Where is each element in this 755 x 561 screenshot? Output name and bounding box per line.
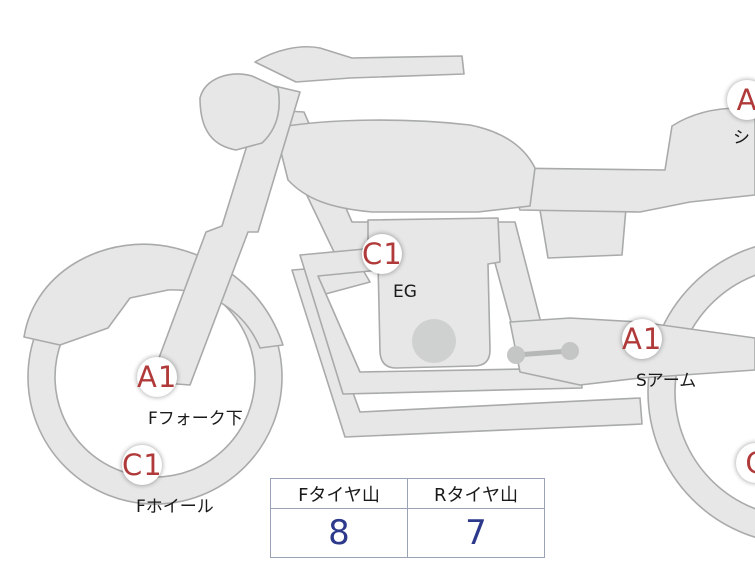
rear-wheel [647, 245, 755, 539]
label-swing-arm: Sアーム [636, 371, 697, 391]
handlebar [254, 45, 465, 83]
label-engine: EG [393, 282, 417, 302]
rear-tire-tread-header: Rタイヤ山 [407, 478, 545, 509]
grade-marker-front-wheel: C1 [122, 445, 162, 485]
headlight [199, 73, 280, 151]
grade-marker-rear-wheel: C [736, 443, 755, 483]
grade-marker-swing-arm: A1 [622, 319, 662, 359]
front-fork [149, 83, 301, 386]
grade-marker-front-fork: A1 [137, 357, 177, 397]
seat [504, 107, 755, 213]
label-front-wheel: Fホイール [136, 497, 214, 517]
front-tire-tread-header: Fタイヤ山 [270, 478, 408, 509]
rear-tire-tread-value: 7 [407, 508, 545, 558]
grade-marker-seat: A [727, 80, 755, 120]
side-cover [539, 207, 627, 259]
fuel-tank [274, 119, 536, 213]
rear-axle-bolt [507, 342, 579, 364]
tire-tread-table: Fタイヤ山 Rタイヤ山 8 7 [270, 478, 545, 558]
grade-marker-engine: C1 [362, 234, 402, 274]
engine-cover [412, 319, 456, 363]
label-seat: シ [733, 128, 750, 148]
label-front-fork: Fフォーク下 [148, 409, 243, 429]
front-tire-tread-value: 8 [270, 508, 408, 558]
